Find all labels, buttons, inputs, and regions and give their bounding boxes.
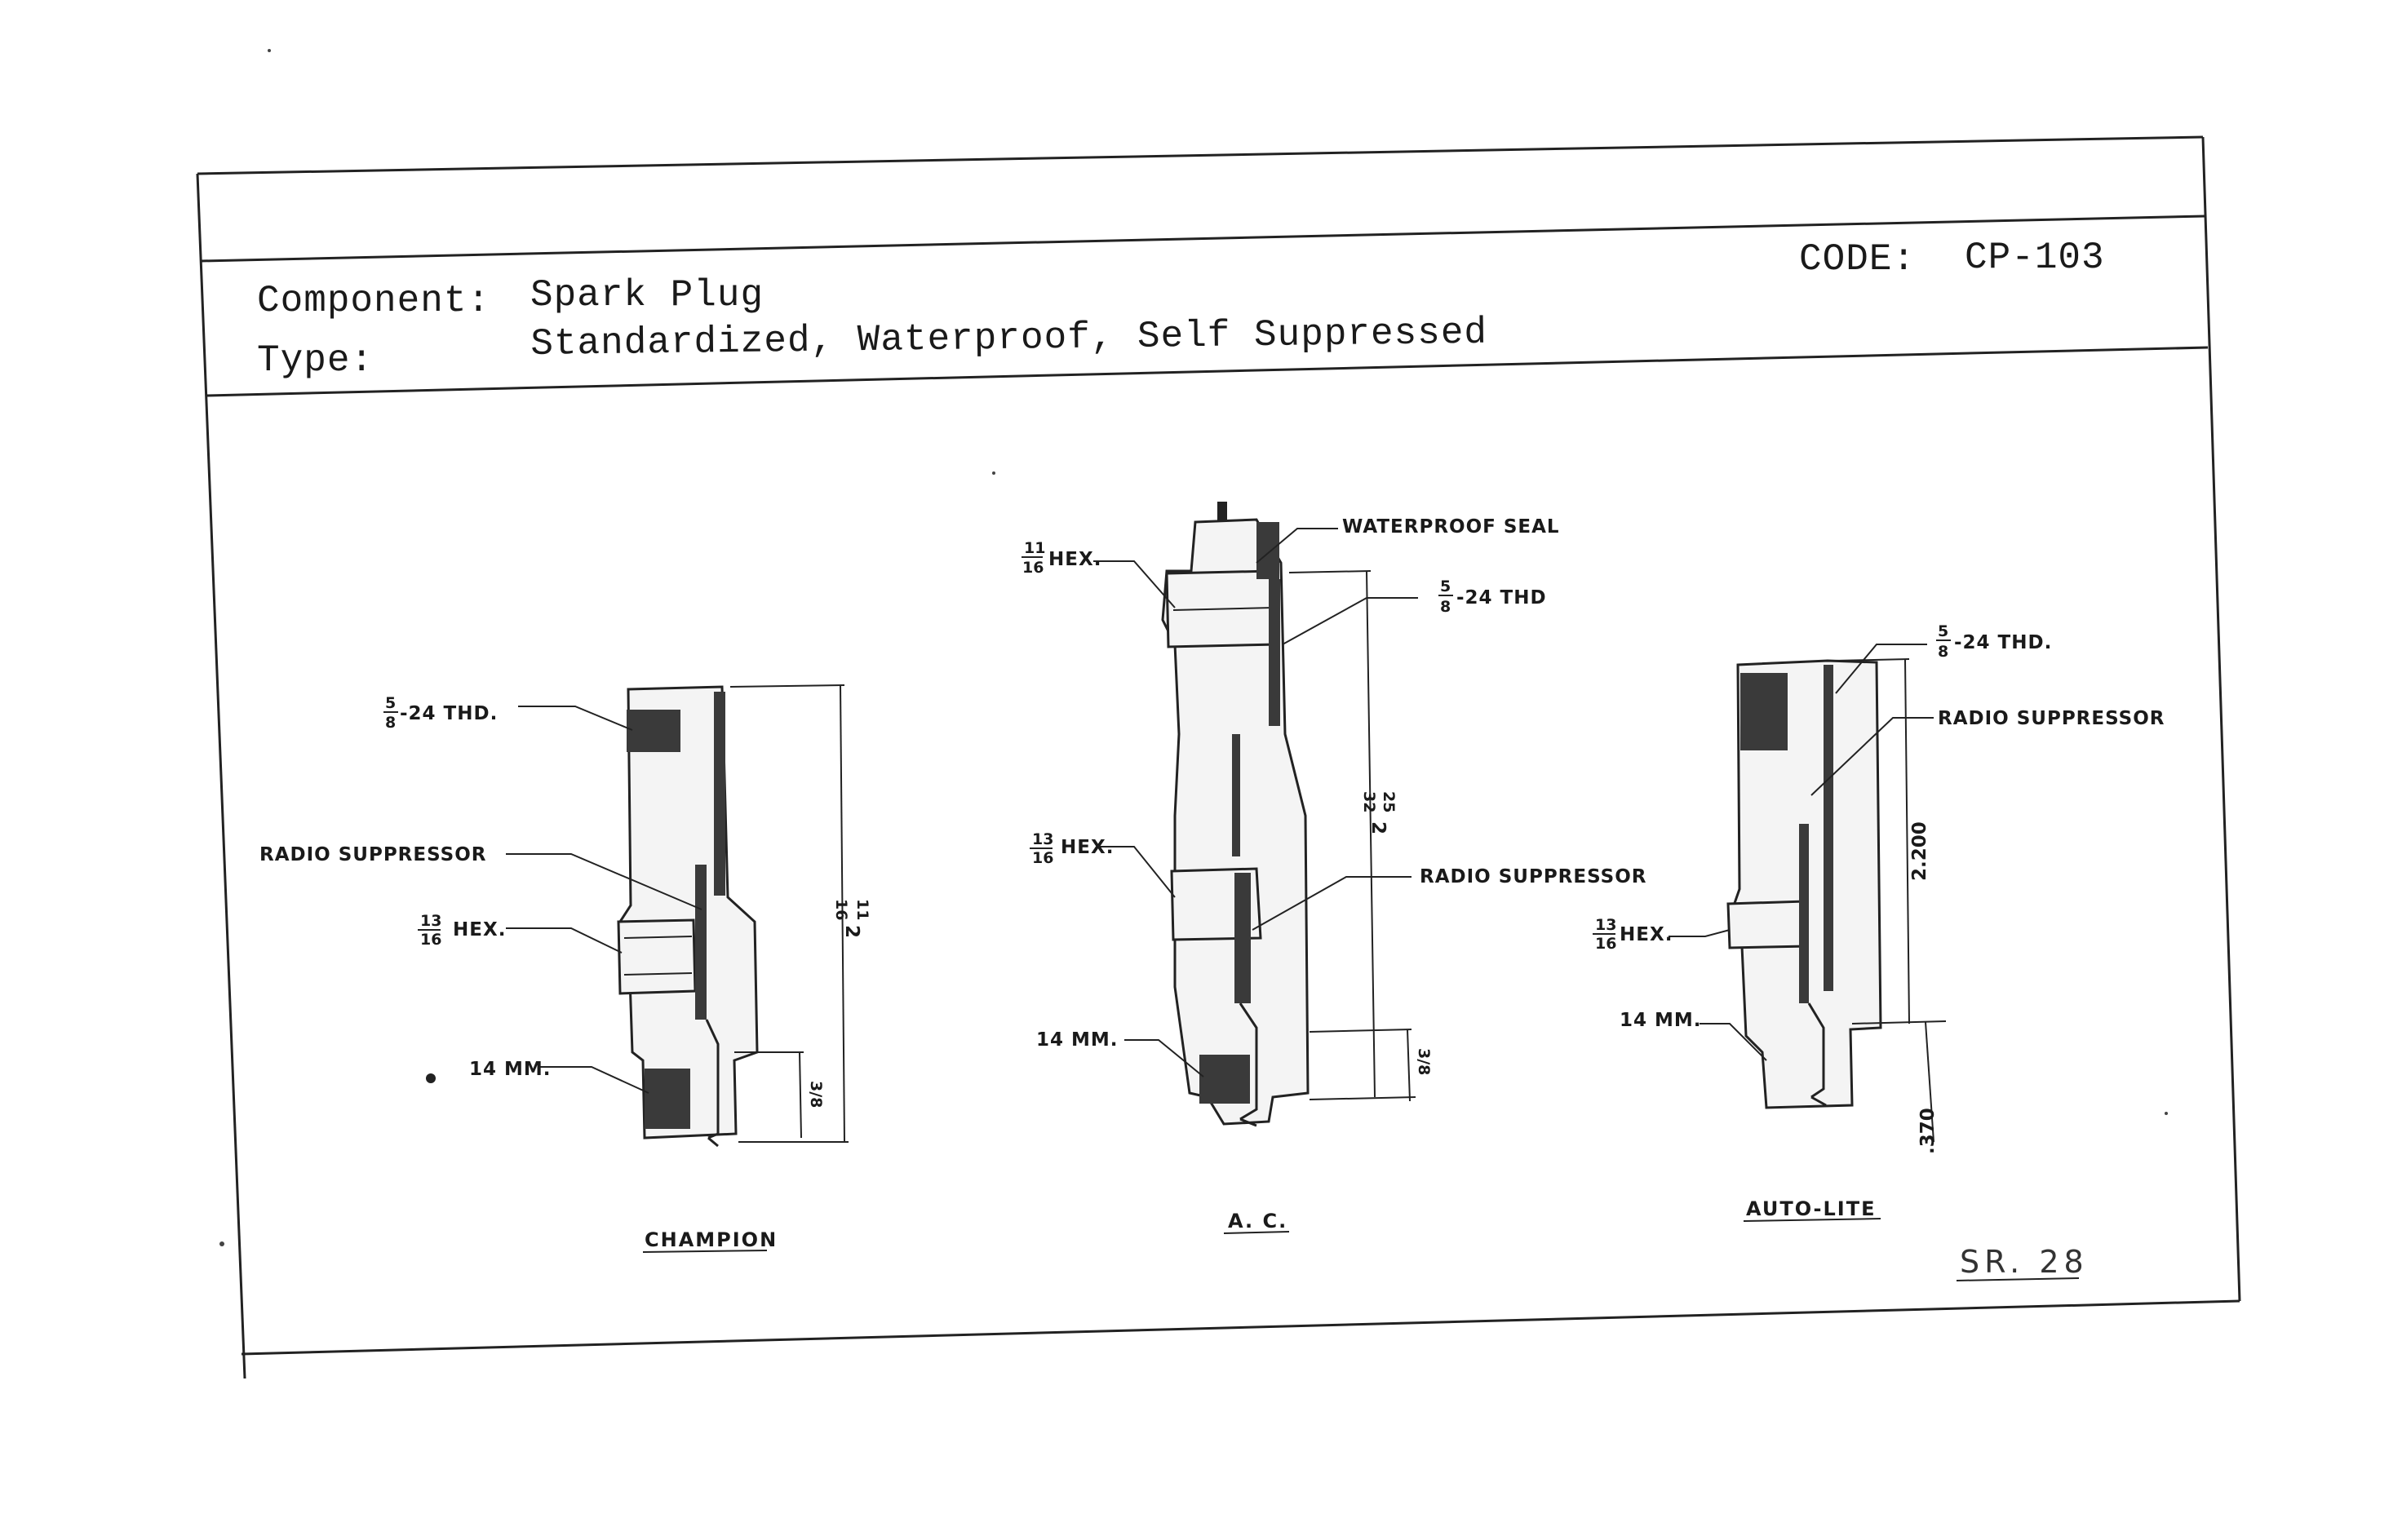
- autolite-mm-label: 14 MM.: [1620, 1010, 1702, 1031]
- autolite-length: 2.200: [1909, 821, 1930, 881]
- champion-thread-den: 8: [385, 714, 396, 732]
- ac-reach: 3/8: [1415, 1048, 1433, 1075]
- autolite-reach: .370: [1917, 1108, 1939, 1154]
- plug-ac: WATERPROOF SEAL 11 16 HEX. 5 8 -24 THD 1…: [1022, 502, 1646, 1234]
- ac-mid-hex-den: 16: [1032, 849, 1053, 867]
- ac-mm-label: 14 MM.: [1036, 1029, 1119, 1051]
- ac-length-num: 25: [1380, 791, 1398, 812]
- autolite-shell-section: [1824, 665, 1833, 991]
- code-label: CODE:: [1799, 238, 1917, 281]
- footer-mark: SR. 28: [1960, 1244, 2089, 1280]
- champion-length-whole: 2: [841, 925, 862, 938]
- ac-length-whole: 2: [1367, 821, 1389, 834]
- plug-autolite: 5 8 -24 THD. RADIO SUPPRESSOR 13 16 HEX.…: [1593, 622, 2165, 1222]
- champion-hex-den: 16: [420, 931, 441, 949]
- champion-hex-num: 13: [420, 912, 441, 930]
- autolite-suppressor: [1799, 824, 1809, 1003]
- ac-thread-num: 5: [1440, 578, 1451, 595]
- component-label: Component:: [257, 280, 491, 322]
- autolite-hex-label: HEX.: [1620, 924, 1673, 945]
- autolite-thread-den: 8: [1938, 643, 1948, 661]
- champion-thread-label: -24 THD.: [400, 703, 498, 724]
- champion-suppressor: [695, 865, 707, 1020]
- autolite-top-thread: [1740, 673, 1788, 750]
- autolite-hex-num: 13: [1595, 916, 1616, 934]
- champion-top-thread: [627, 710, 680, 752]
- champion-caption: CHAMPION: [645, 1228, 778, 1251]
- ac-thread-label: -24 THD: [1456, 587, 1547, 608]
- autolite-thread-label: -24 THD.: [1954, 632, 2052, 653]
- champion-length-num: 11: [853, 899, 871, 920]
- champion-reach: 3/8: [807, 1081, 825, 1108]
- ac-suppressor: [1234, 873, 1251, 1003]
- champion-suppressor-label: RADIO SUPPRESSOR: [259, 844, 486, 865]
- autolite-thread-num: 5: [1938, 622, 1948, 640]
- champion-bottom-thread: [645, 1069, 690, 1129]
- champion-hex: [617, 918, 697, 995]
- ac-suppressor-label: RADIO SUPPRESSOR: [1420, 866, 1646, 887]
- ac-seal-section: [1256, 522, 1279, 579]
- ac-mid-hex-label: HEX.: [1061, 837, 1114, 858]
- plug-champion: 5 8 -24 THD. RADIO SUPPRESSOR 13 16 HEX.…: [259, 684, 871, 1253]
- autolite-suppressor-label: RADIO SUPPRESSOR: [1938, 708, 2165, 729]
- ac-seal-label: WATERPROOF SEAL: [1342, 516, 1560, 538]
- champion-shell-section: [714, 692, 725, 896]
- code-value: CP-103: [1965, 237, 2105, 279]
- ac-mid-hex-num: 13: [1032, 830, 1053, 848]
- ac-shell-section: [1269, 579, 1280, 726]
- champion-thread-num: 5: [385, 694, 396, 712]
- ac-top-hex-den: 16: [1022, 559, 1044, 577]
- ac-top-hex-num: 11: [1024, 539, 1045, 557]
- autolite-hex-den: 16: [1595, 935, 1616, 953]
- ac-caption: A. C.: [1228, 1210, 1287, 1232]
- ac-inner-section: [1232, 734, 1240, 856]
- ac-bottom-thread: [1199, 1055, 1250, 1104]
- ac-length-den: 32: [1360, 791, 1378, 812]
- ac-thread-den: 8: [1440, 598, 1451, 616]
- champion-mm-label: 14 MM.: [469, 1059, 552, 1080]
- title-block-frame: [196, 135, 2241, 1379]
- type-label: Type:: [257, 339, 374, 382]
- champion-length-den: 16: [832, 899, 850, 920]
- autolite-hex: [1726, 900, 1809, 949]
- champion-hex-label: HEX.: [453, 919, 506, 940]
- autolite-caption: AUTO-LITE: [1746, 1197, 1877, 1220]
- ac-top-hex-label: HEX.: [1048, 549, 1101, 570]
- component-value: Spark Plug: [530, 274, 764, 316]
